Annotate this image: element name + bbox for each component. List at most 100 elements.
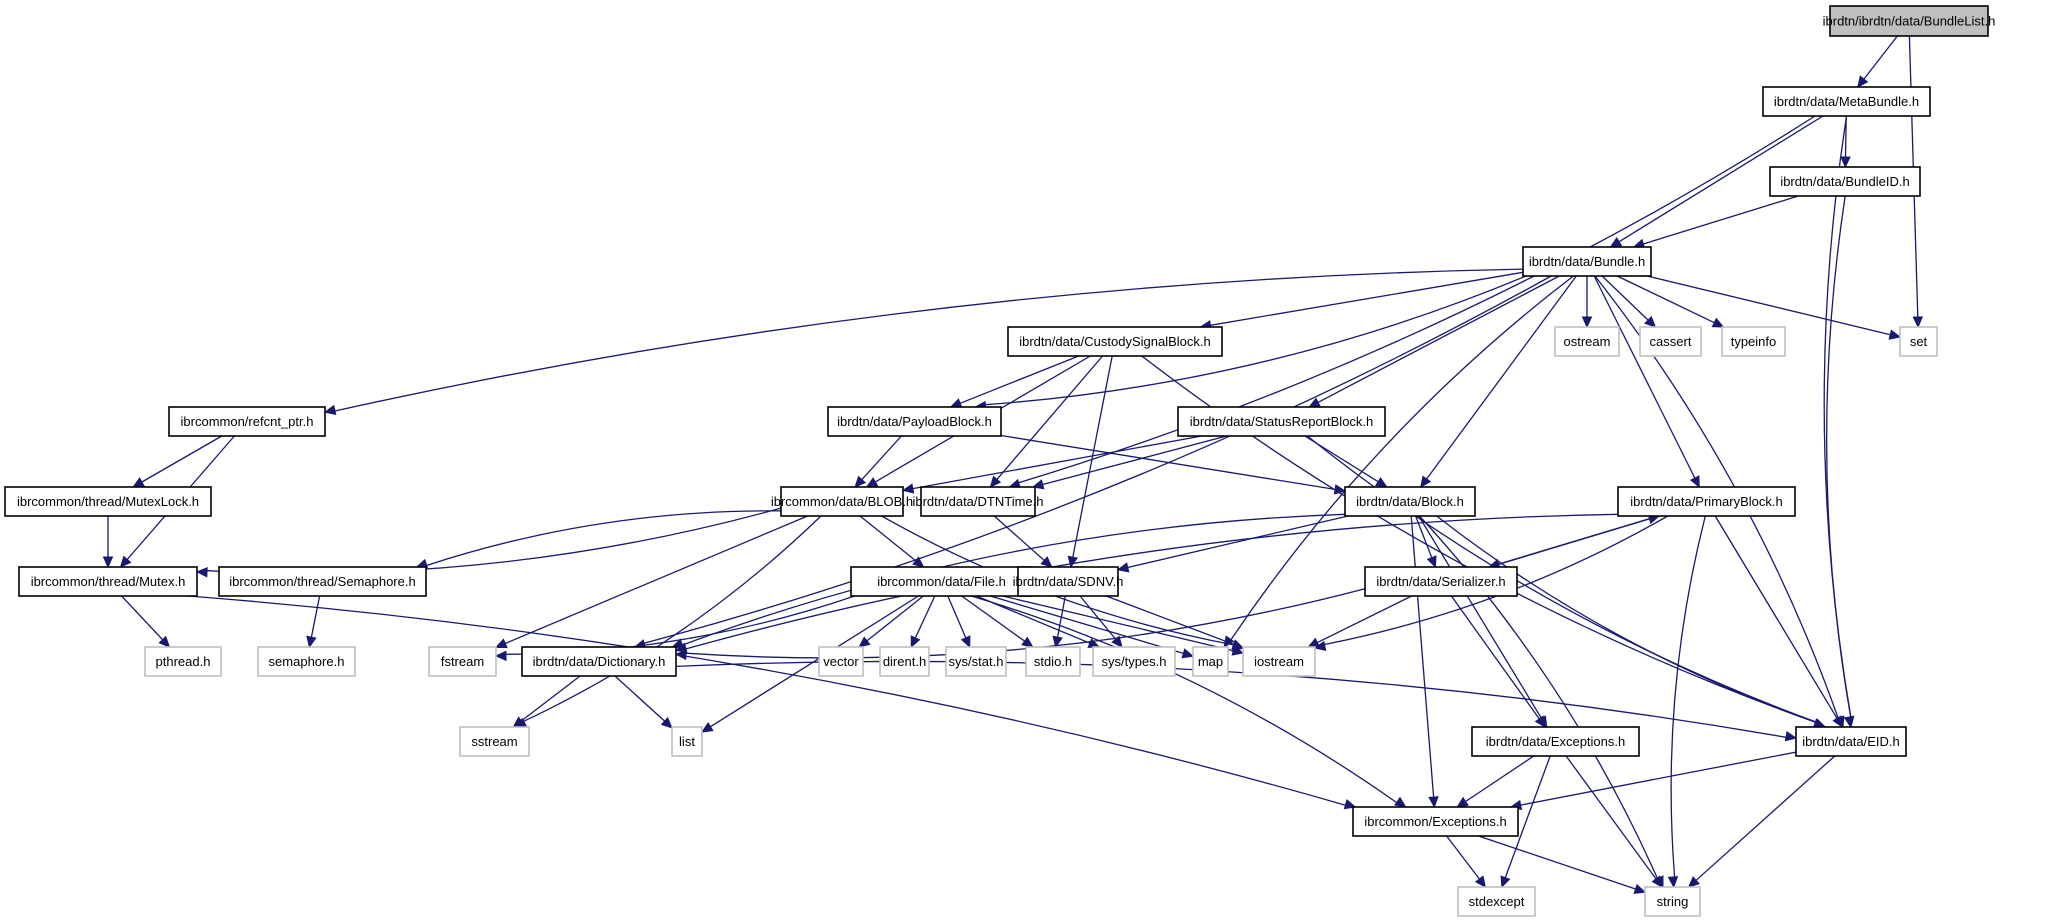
node-box	[459, 726, 530, 757]
node-sdnv[interactable]: ibrdtn/data/SDNV.h	[1013, 566, 1124, 597]
node-cexceptions[interactable]: ibrcommon/Exceptions.h	[1352, 806, 1519, 837]
edge-blob-to-fstream	[494, 515, 808, 649]
node-label: pthread.h	[156, 654, 211, 669]
edge-sdnv-to-iostream	[1105, 595, 1245, 650]
arrowhead-icon	[195, 567, 208, 578]
edge-bundle-to-typeinfo	[1616, 275, 1725, 328]
edge-file-to-iostream	[1002, 595, 1245, 656]
edge-line	[1436, 515, 1816, 723]
node-file[interactable]: ibrcommon/data/File.h	[850, 566, 1033, 597]
node-dtntime[interactable]: ibrdtn/data/DTNTime.h	[912, 486, 1044, 517]
edge-line	[1317, 275, 1560, 403]
edge-cexceptions-to-stdexcept	[1446, 835, 1487, 888]
edge-line	[1520, 751, 1797, 806]
node-exceptions[interactable]: ibrdtn/data/Exceptions.h	[1471, 726, 1640, 757]
node-eid[interactable]: ibrdtn/data/EID.h	[1795, 726, 1907, 757]
edge-line	[426, 510, 782, 567]
node-box	[18, 566, 198, 597]
node-custody[interactable]: ibrdtn/data/CustodySignalBlock.h	[1007, 326, 1223, 357]
arrowhead-icon	[1843, 715, 1855, 729]
arrowhead-icon	[912, 556, 925, 568]
arrowhead-icon	[671, 638, 685, 649]
node-cassert: cassert	[1639, 326, 1702, 357]
node-box	[521, 646, 677, 677]
edge-line	[1000, 434, 1336, 491]
node-box	[1762, 86, 1931, 117]
edge-line	[959, 355, 1079, 404]
arrowhead-icon	[494, 638, 508, 649]
arrowhead-icon	[1609, 236, 1623, 248]
node-label: ibrcommon/Exceptions.h	[1364, 814, 1506, 829]
node-label: ibrdtn/data/SDNV.h	[1013, 574, 1124, 589]
node-sysstat: sys/stat.h	[945, 646, 1007, 677]
node-bundlelist[interactable]: ibrdtn/ibrdtn/data/BundleList.h	[1823, 5, 1996, 37]
edge-file-to-list	[700, 595, 919, 733]
arrowhead-icon	[1307, 637, 1321, 648]
node-label: ibrdtn/data/MetaBundle.h	[1774, 94, 1919, 109]
node-label: ibrdtn/data/Exceptions.h	[1486, 734, 1625, 749]
arrowhead-icon	[1912, 316, 1924, 329]
node-payload[interactable]: ibrdtn/data/PayloadBlock.h	[827, 406, 1002, 437]
node-direnth: dirent.h	[879, 646, 930, 677]
edge-line	[1410, 515, 1435, 798]
edge-line	[141, 435, 223, 483]
edge-eid-to-cexceptions	[1509, 751, 1797, 811]
edge-line	[861, 435, 902, 481]
node-label: ibrcommon/data/BLOB.h	[771, 494, 913, 509]
node-refcnt[interactable]: ibrcommon/refcnt_ptr.h	[168, 406, 326, 437]
arrowhead-icon	[306, 635, 317, 649]
arrowhead-icon	[1633, 883, 1647, 894]
edge-blob-to-file	[859, 515, 925, 568]
node-dictionary[interactable]: ibrdtn/data/Dictionary.h	[521, 646, 677, 677]
arrowhead-icon	[1667, 876, 1679, 889]
edge-bundle-to-refcnt	[323, 268, 1524, 416]
arrowhead-icon	[1181, 648, 1195, 659]
node-block[interactable]: ibrdtn/data/Block.h	[1344, 486, 1476, 517]
edge-line	[521, 675, 581, 722]
edge-line	[1450, 595, 1540, 720]
edge-line	[1863, 35, 1898, 80]
edge-file-to-sysstat	[947, 595, 971, 649]
arrowhead-icon	[1428, 796, 1439, 809]
node-box	[1092, 646, 1176, 677]
arrowhead-icon	[1394, 796, 1407, 808]
node-label: ibrdtn/data/Block.h	[1356, 494, 1464, 509]
node-label: ostream	[1564, 334, 1611, 349]
node-label: fstream	[441, 654, 484, 669]
edge-line	[1695, 755, 1836, 881]
edge-line	[1230, 275, 1574, 641]
node-box	[428, 646, 497, 677]
arrowhead-icon	[1857, 75, 1869, 88]
node-box	[1007, 326, 1223, 357]
node-statusreport[interactable]: ibrdtn/data/StatusReportBlock.h	[1177, 406, 1386, 437]
node-semaphore[interactable]: ibrcommon/thread/Semaphore.h	[218, 566, 427, 597]
edge-line	[1565, 755, 1657, 880]
edge-line	[334, 268, 1524, 412]
edge-line	[1079, 595, 1117, 640]
node-bundleid[interactable]: ibrdtn/data/BundleID.h	[1769, 166, 1921, 197]
edge-block-to-exceptions	[1418, 515, 1548, 729]
edge-custody-to-dtntime	[989, 355, 1104, 488]
node-box	[818, 646, 864, 677]
node-sstream: sstream	[459, 726, 530, 757]
node-label: list	[679, 734, 695, 749]
node-label: ibrcommon/data/File.h	[877, 574, 1006, 589]
node-box	[1457, 886, 1536, 917]
arrowhead-icon	[158, 635, 171, 648]
node-serializer[interactable]: ibrdtn/data/Serializer.h	[1364, 566, 1518, 597]
edge-line	[912, 435, 1202, 490]
node-box	[1721, 326, 1786, 357]
node-mutexlock[interactable]: ibrcommon/thread/MutexLock.h	[4, 486, 212, 517]
arrowhead-icon	[989, 475, 1002, 488]
node-box	[1644, 886, 1701, 917]
node-label: sys/stat.h	[949, 654, 1004, 669]
node-blob[interactable]: ibrcommon/data/BLOB.h	[771, 486, 913, 517]
node-primary[interactable]: ibrdtn/data/PrimaryBlock.h	[1617, 486, 1796, 517]
arrowhead-icon	[323, 404, 337, 416]
node-box	[827, 406, 1002, 437]
node-metabundle[interactable]: ibrdtn/data/MetaBundle.h	[1762, 86, 1931, 117]
node-bundle[interactable]: ibrdtn/data/Bundle.h	[1522, 246, 1652, 277]
node-mutex[interactable]: ibrcommon/thread/Mutex.h	[18, 566, 198, 597]
edge-line	[1670, 515, 1706, 878]
